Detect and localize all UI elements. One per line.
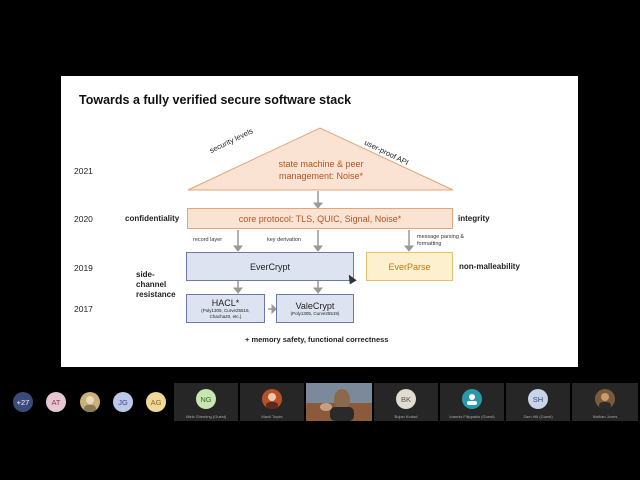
record-layer-label: record layer (193, 237, 223, 243)
active-speaker-video[interactable] (306, 383, 372, 421)
core-protocol-box: core protocol: TLS, QUIC, Signal, Noise* (187, 208, 453, 229)
participant-avatar[interactable]: JG (113, 392, 133, 412)
year-2020: 2020 (74, 214, 93, 224)
year-2021: 2021 (74, 166, 93, 176)
more-participants-badge[interactable]: +27 (13, 392, 33, 412)
non-malleability-label: non-malleability (459, 262, 520, 271)
confidentiality-label: confidentiality (125, 214, 180, 223)
video-tile[interactable]: Mauli Toyde (240, 383, 304, 421)
year-2017: 2017 (74, 304, 93, 314)
person-photo-icon (266, 393, 278, 409)
key-derivation-label: key derivation (267, 237, 301, 243)
video-tile[interactable]: BK Bojan Kodad (374, 383, 438, 421)
valecrypt-box: ValeCrypt (Poly1305, Curve25519) (276, 294, 354, 323)
participant-name: Mauli Toyde (261, 414, 283, 419)
video-tile[interactable]: Nathan Jones (572, 383, 638, 421)
participant-avatar[interactable]: AT (46, 392, 66, 412)
slide-title: Towards a fully verified secure software… (79, 93, 352, 107)
participant-strip: +27 AT JG AG NG Niels Gimming (Guest) Ma… (0, 383, 640, 421)
participant-photo-avatar (262, 389, 282, 409)
hacl-box: HACL* (Poly1305, Curve25519, Chacha20, e… (186, 294, 265, 323)
participant-photo-avatar (595, 389, 615, 409)
participant-name: Niels Gimming (Guest) (185, 414, 227, 419)
everparse-box: EverParse (366, 252, 453, 281)
video-tile[interactable]: Ioannis Filippakis (Guest) (440, 383, 504, 421)
person-photo-icon (599, 393, 611, 409)
participant-name: Ioannis Filippakis (Guest) (449, 414, 495, 419)
participant-photo-avatar[interactable] (80, 392, 100, 412)
person-photo-icon (84, 396, 96, 412)
footer-note: + memory safety, functional correctness (245, 335, 389, 344)
default-user-avatar (462, 389, 482, 409)
evercrypt-box: EverCrypt (186, 252, 354, 281)
participant-name: Nathan Jones (592, 414, 618, 419)
side-channel-resistance-label: side- channel resistance (136, 270, 176, 299)
presentation-slide: Towards a fully verified secure software… (61, 76, 578, 367)
integrity-label: integrity (458, 214, 490, 223)
video-tile[interactable]: NG Niels Gimming (Guest) (174, 383, 238, 421)
stack-diagram (187, 127, 454, 315)
video-tile[interactable]: SH Sam Hill (Guest) (506, 383, 570, 421)
participant-name: Sam Hill (Guest) (523, 414, 553, 419)
participant-avatar: NG (196, 389, 216, 409)
participant-avatar: SH (528, 389, 548, 409)
protocol-triangle (187, 127, 454, 191)
participant-name: Bojan Kodad (394, 414, 418, 419)
diagram-arrows (232, 191, 415, 315)
participant-avatar: BK (396, 389, 416, 409)
message-parsing-label: message parsing & formatting (417, 234, 465, 247)
user-icon (467, 394, 477, 405)
participant-avatar[interactable]: AG (146, 392, 166, 412)
state-machine-text: state machine & peer management: Noise* (278, 159, 364, 181)
year-2019: 2019 (74, 263, 93, 273)
speaker-video-feed (306, 383, 372, 421)
